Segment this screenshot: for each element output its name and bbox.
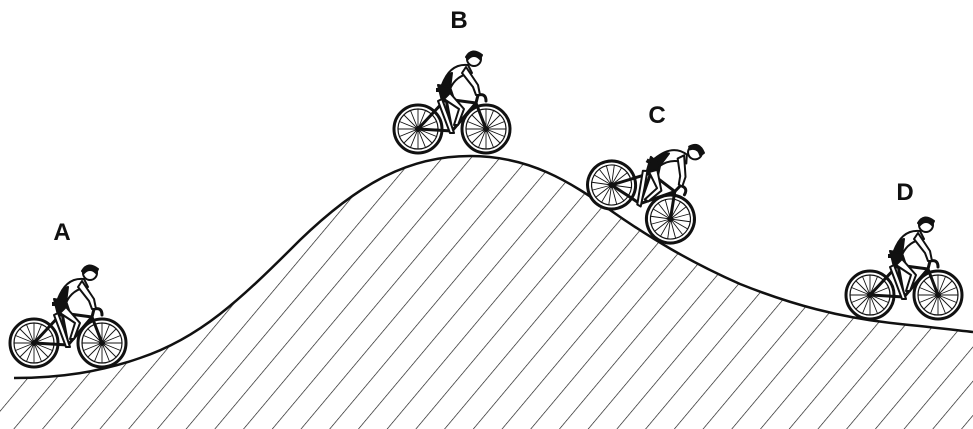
hill-outline <box>13 154 973 380</box>
cyclist-icon <box>846 217 962 319</box>
label-a: A <box>53 219 70 246</box>
label-b: B <box>450 7 467 34</box>
label-d: D <box>896 179 913 206</box>
cyclist-d <box>846 217 962 319</box>
cyclist-icon <box>394 51 510 153</box>
cyclist-icon <box>10 265 126 367</box>
label-c: C <box>648 102 665 129</box>
hill-ground <box>0 154 973 429</box>
cyclist-b <box>394 51 510 153</box>
cyclist-a <box>10 265 126 367</box>
